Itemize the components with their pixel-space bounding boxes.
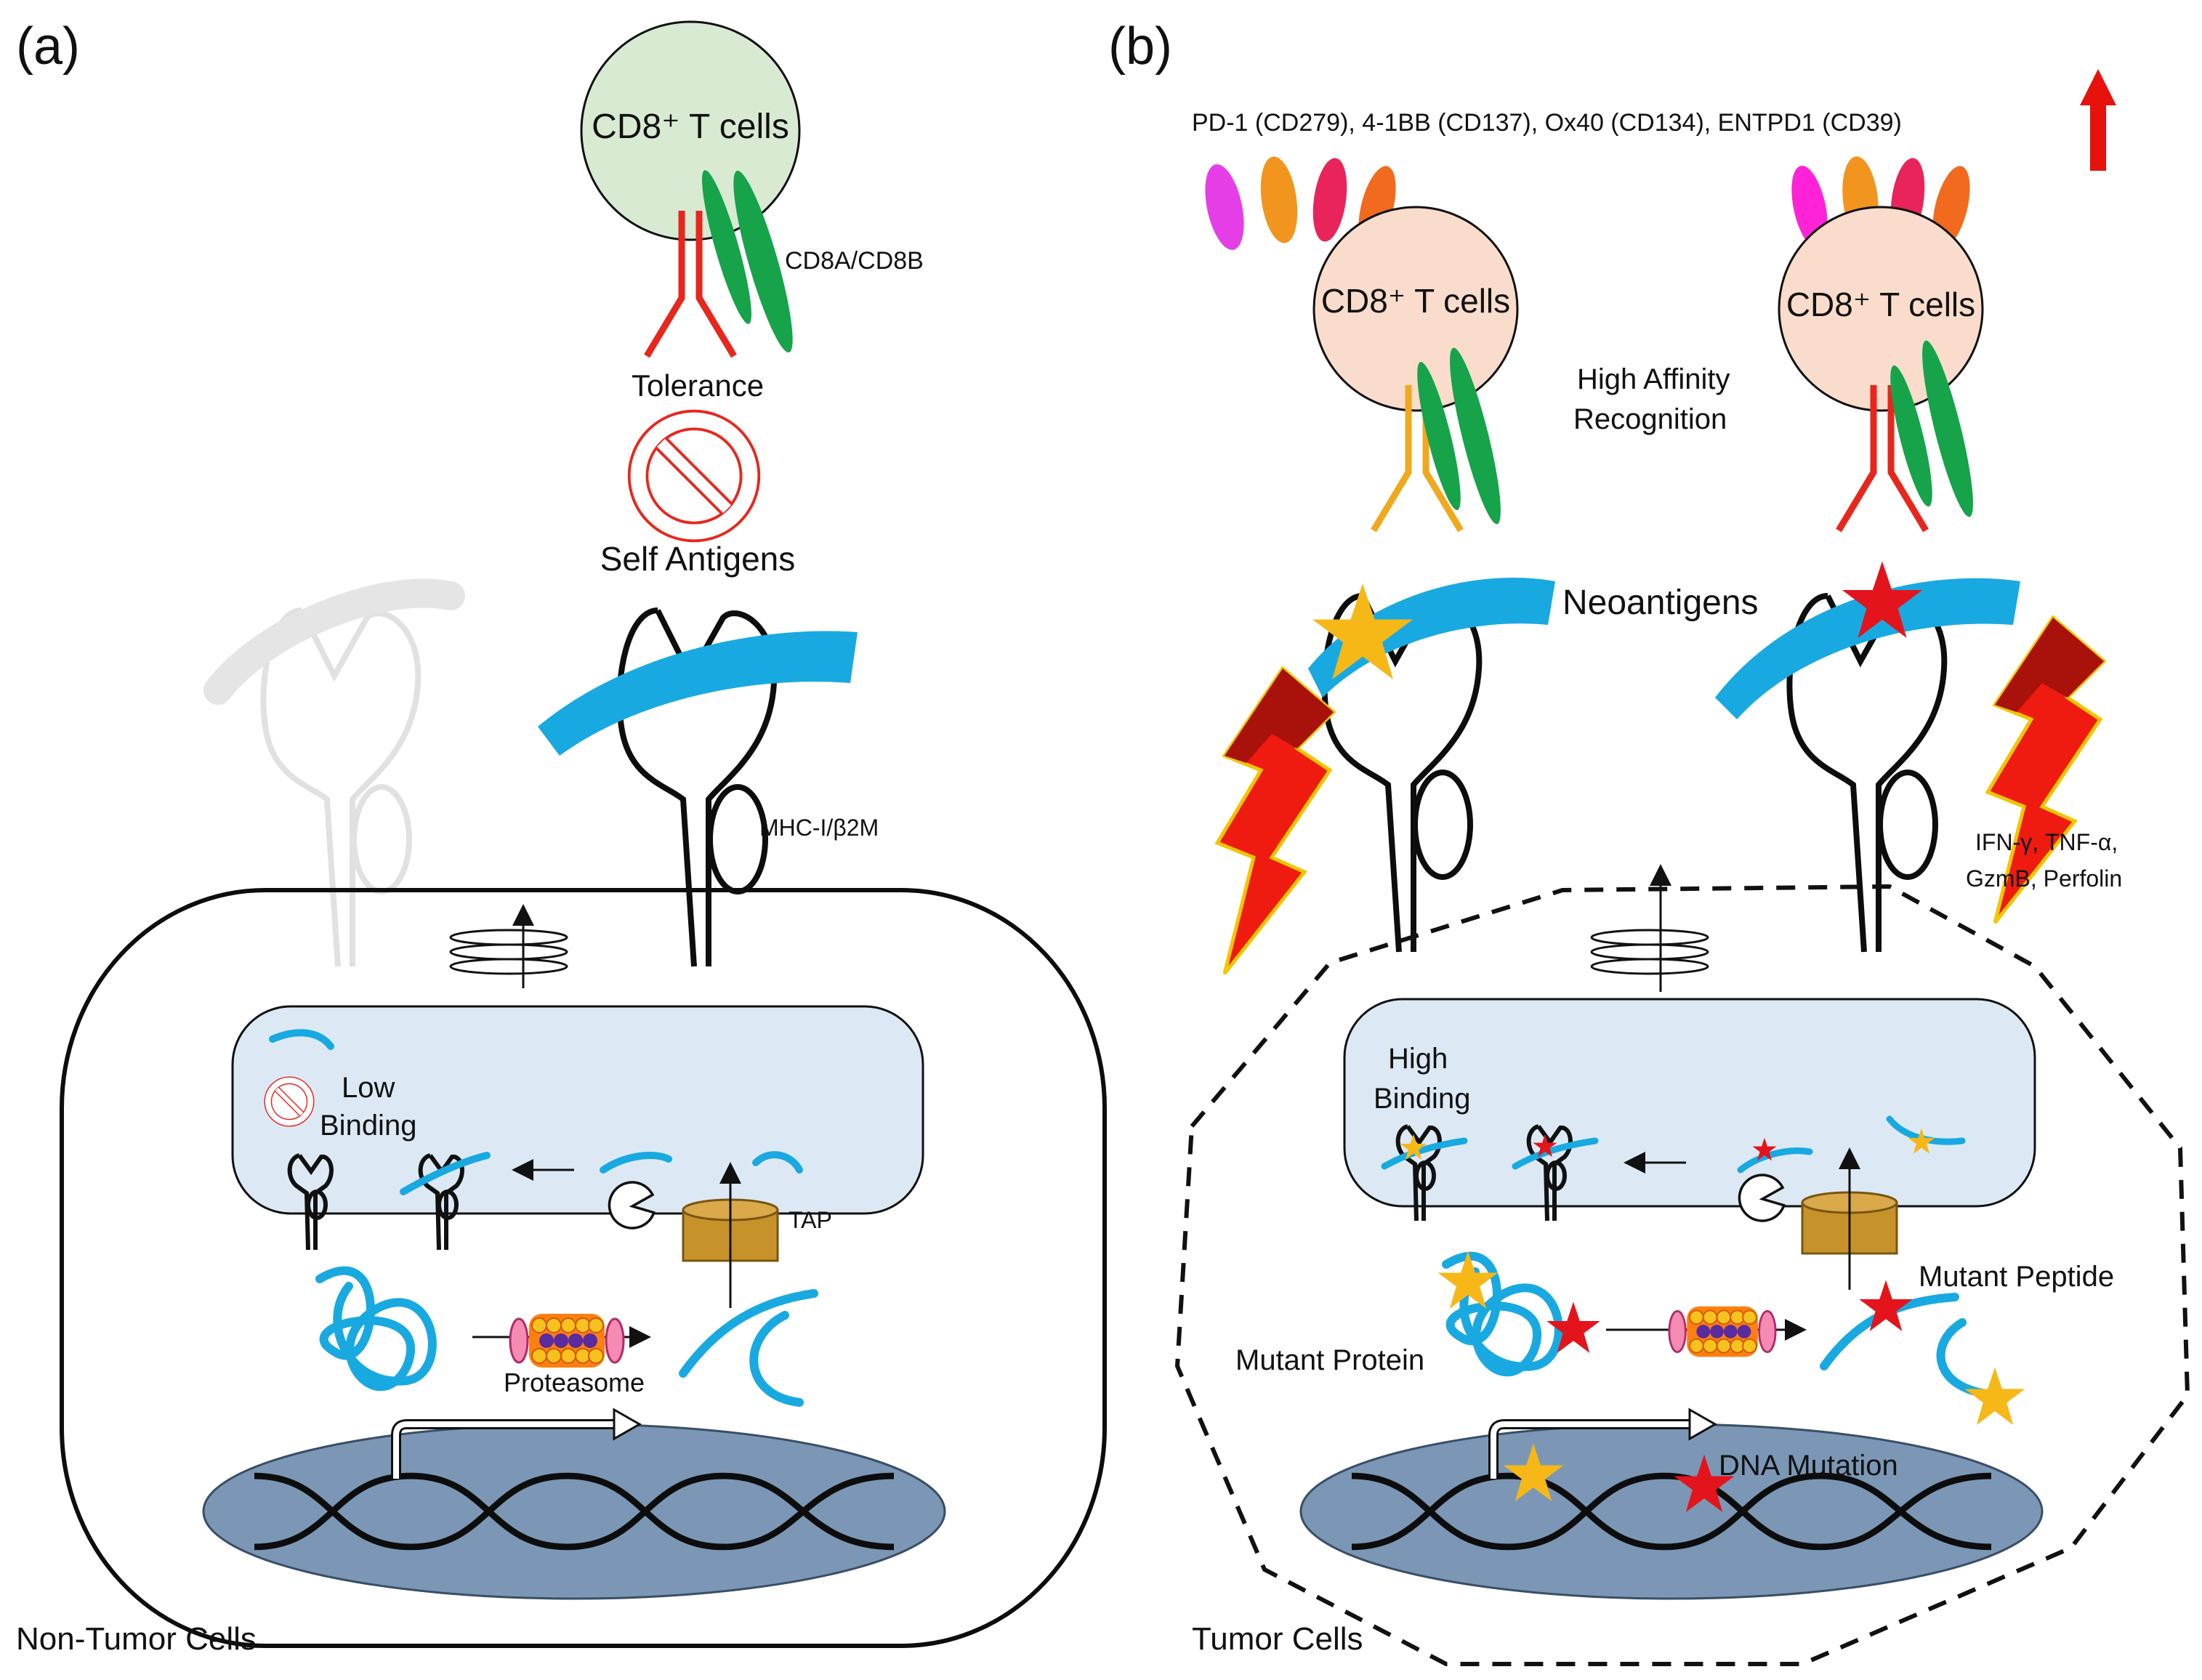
upregulated-markers: PD-1 (CD279), 4-1BB (CD137), Ox40 (CD134… [1192, 109, 1902, 137]
self-peptide [538, 631, 858, 756]
er-b [1343, 998, 2036, 1208]
er-a [231, 1005, 924, 1215]
recognition-label-2: Recognition [1573, 403, 1727, 435]
upregulation-arrow-icon [2080, 69, 2116, 171]
tcell-b-left [1312, 206, 1519, 412]
peptide-a-1 [679, 1289, 818, 1378]
recognition-label-1: High Affinity [1577, 363, 1730, 395]
panel-a-label: (a) [16, 17, 80, 76]
cd8-label: CD8A/CD8B [785, 247, 924, 275]
non-tumor-cell [60, 888, 1107, 1648]
tap-label: TAP [789, 1207, 832, 1233]
cd8-beta-a [702, 170, 751, 324]
cell-caption-a: Non-Tumor Cells [16, 1621, 257, 1657]
low-binding-label-1: Low [342, 1072, 395, 1104]
neoantigen-peptide-right [1715, 578, 2020, 719]
mutant-protein-label: Mutant Protein [1235, 1344, 1424, 1376]
tcell-b-right-label: CD8⁺ T cells [1786, 286, 1975, 323]
proteasome-b-icon [1668, 1305, 1777, 1358]
low-binding-no-sign-icon [265, 1077, 314, 1126]
proteasome-a-icon [509, 1312, 625, 1369]
nucleus-a [202, 1423, 946, 1600]
cell-caption-b: Tumor Cells [1192, 1621, 1363, 1657]
neoantigens-label: Neoantigens [1562, 583, 1759, 622]
cytokines-line-2: GzmB, Perfolin [1966, 865, 2122, 892]
proteasome-label: Proteasome [504, 1368, 645, 1397]
tcell-b-left-receptors [1205, 156, 1396, 250]
golgi-a [449, 929, 568, 975]
tcell-b-left-label: CD8⁺ T cells [1321, 282, 1510, 320]
neoantigen-peptide-left [1308, 578, 1555, 698]
high-binding-label-1: High [1388, 1043, 1448, 1075]
peptide-fragment [269, 1029, 334, 1050]
low-binding-label-2: Binding [320, 1110, 416, 1142]
no-sign-icon [629, 411, 759, 541]
faded-mhc [203, 578, 465, 966]
nucleus-b [1299, 1423, 2044, 1600]
mutant-peptide-label: Mutant Peptide [1919, 1261, 2114, 1293]
cytokines-line-1: IFN-γ, TNF-α, [1975, 829, 2118, 855]
cd8-alpha-a [733, 170, 793, 353]
mutant-star-gold-2-icon [1964, 1367, 2025, 1425]
tolerance-label: Tolerance [632, 368, 764, 403]
protein-a [315, 1266, 437, 1392]
panel-b: (b) PD-1 (CD279), 4-1BB (CD137), Ox40 (C… [1108, 17, 2190, 1666]
high-binding-label-2: Binding [1374, 1083, 1470, 1115]
mutant-protein [1442, 1251, 1563, 1377]
mhc-label: MHC-I/β2M [759, 815, 879, 841]
panel-a: (a) CD8⁺ T cells CD8A/CD8B Tolerance Sel… [16, 17, 1107, 1657]
self-antigens-label: Self Antigens [600, 540, 796, 578]
tcell-a-label: CD8⁺ T cells [592, 108, 789, 146]
tumor-cell [1174, 884, 2190, 1666]
golgi-b [1590, 929, 1709, 975]
peptide-a-2 [749, 1311, 804, 1407]
dna-mutation-label: DNA Mutation [1719, 1450, 1898, 1482]
lightning-bolt-left-icon [1217, 669, 1334, 974]
panel-b-label: (b) [1108, 17, 1172, 76]
